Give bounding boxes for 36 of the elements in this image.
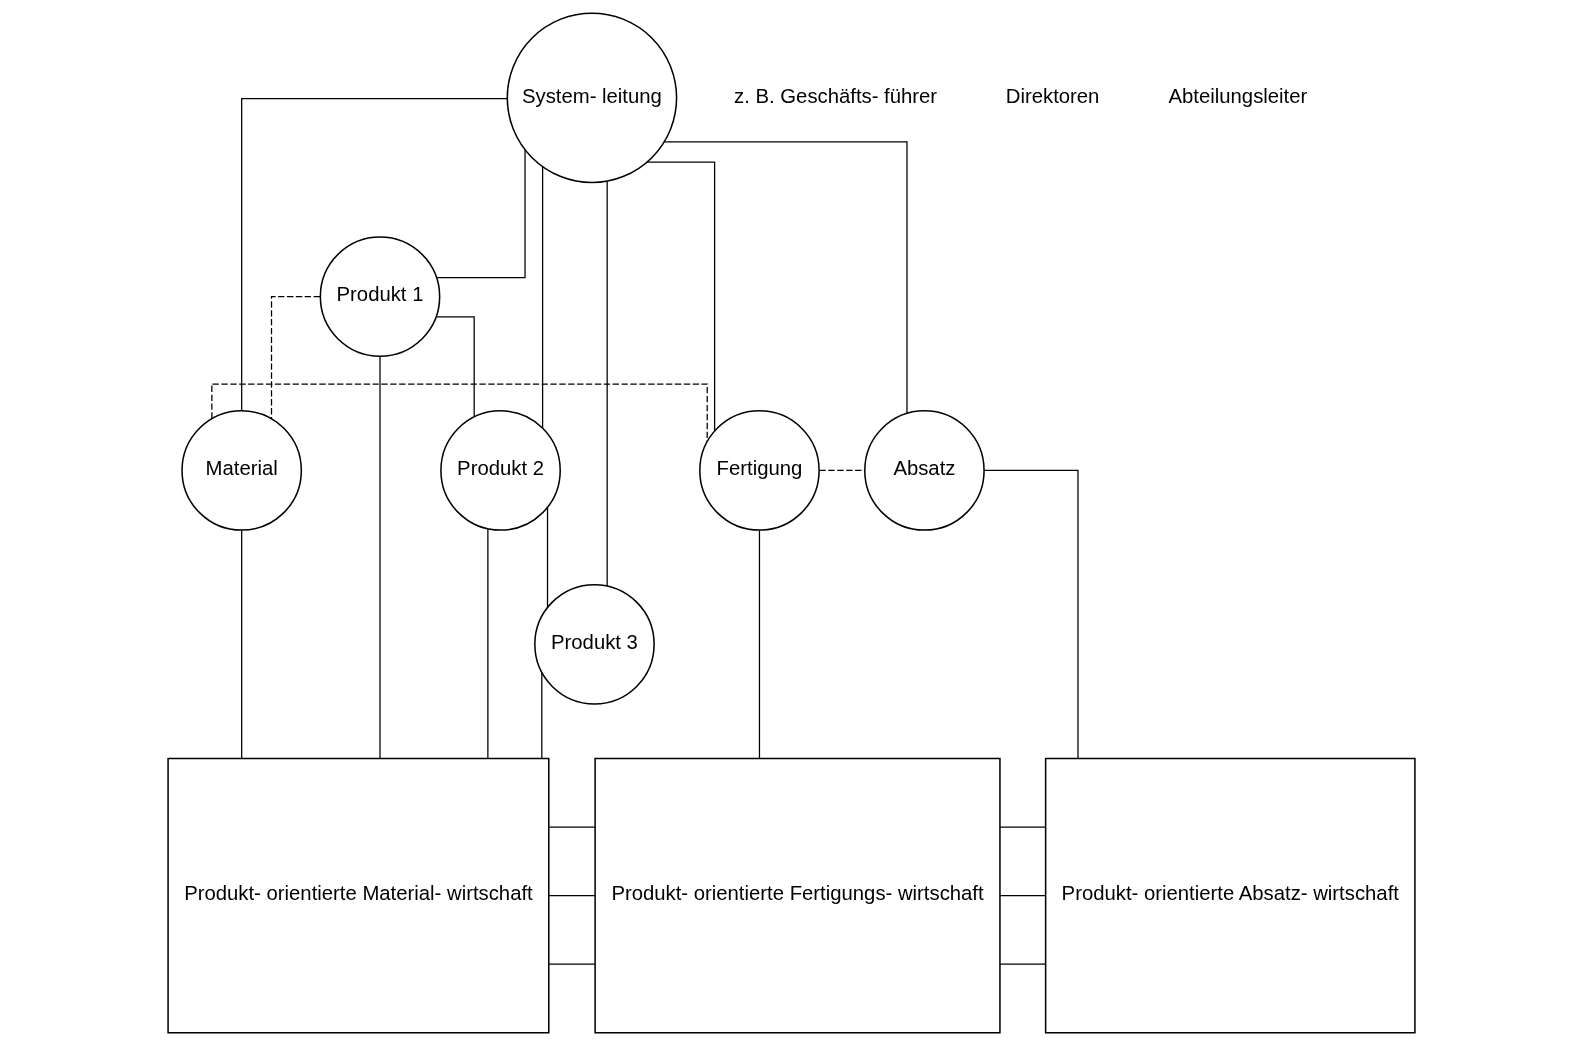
node-box: Produkt- orientierte Material- wirtschaft bbox=[166, 757, 550, 1034]
node-circle: Produkt 2 bbox=[439, 410, 561, 531]
node-circle: Produkt 1 bbox=[319, 236, 440, 357]
node-circle: Fertigung bbox=[698, 410, 820, 531]
connector bbox=[646, 161, 715, 432]
connector bbox=[998, 826, 1046, 828]
connector bbox=[540, 672, 542, 759]
connector bbox=[541, 166, 543, 429]
connector bbox=[270, 295, 321, 420]
label: z. B. Geschäfts- führer bbox=[733, 84, 937, 107]
connector bbox=[547, 826, 595, 828]
connector bbox=[435, 149, 526, 279]
node-box: Produkt- orientierte Fertigungs- wirtschaft bbox=[593, 757, 1001, 1034]
label: Direktoren bbox=[1005, 84, 1099, 107]
connector bbox=[378, 356, 381, 759]
node-circle: System- leitung bbox=[506, 12, 677, 184]
node-circle: Absatz bbox=[863, 410, 985, 531]
connector bbox=[998, 963, 1046, 965]
connector bbox=[983, 469, 1079, 759]
connector bbox=[486, 528, 488, 759]
label: Abteilungsleiter bbox=[1168, 84, 1307, 107]
connector bbox=[240, 529, 242, 759]
connector bbox=[547, 963, 595, 965]
connector bbox=[818, 469, 865, 472]
node-circle: Material bbox=[180, 410, 302, 531]
node-box: Produkt- orientierte Absatz- wirtschaft bbox=[1044, 757, 1416, 1034]
connector bbox=[210, 383, 708, 442]
connector bbox=[547, 894, 595, 897]
connector bbox=[546, 506, 548, 609]
connector bbox=[663, 141, 908, 414]
connector bbox=[435, 316, 475, 418]
connector bbox=[240, 98, 508, 412]
connector bbox=[758, 529, 760, 759]
connector bbox=[998, 894, 1046, 897]
connector bbox=[606, 180, 608, 587]
node-circle: Produkt 3 bbox=[533, 583, 655, 705]
